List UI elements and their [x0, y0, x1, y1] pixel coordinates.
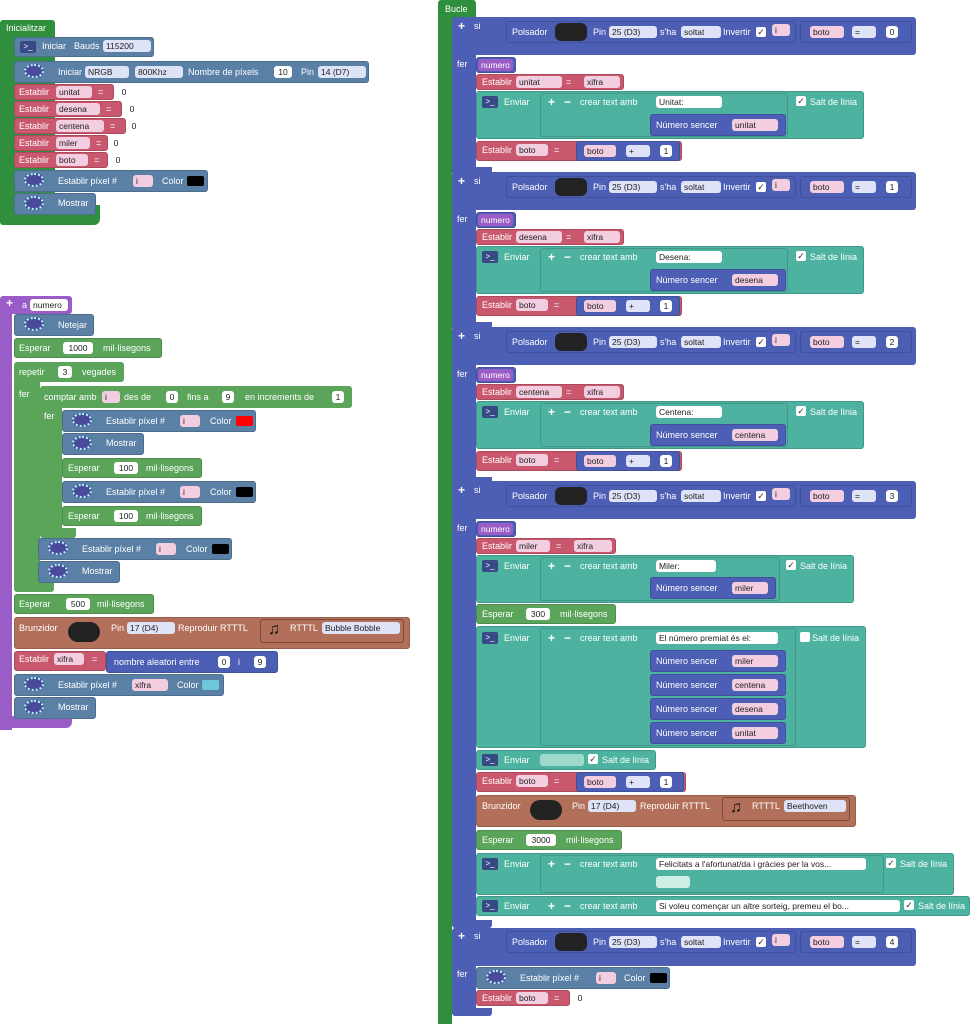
set-pixel-xifra-block[interactable] [14, 674, 224, 696]
pushbutton-icon [555, 178, 587, 196]
terminal-icon: >_ [482, 754, 498, 766]
add-param-icon[interactable]: + [6, 296, 14, 310]
color-swatch[interactable] [650, 973, 667, 983]
set-pixel-red-block[interactable] [62, 410, 256, 432]
newline-checkbox[interactable] [800, 632, 810, 642]
bauds-dropdown[interactable]: 115200 [103, 40, 151, 52]
neopixel-freq-dropdown[interactable]: 800Khz [135, 66, 183, 78]
terminal-icon: >_ [482, 560, 498, 572]
color-swatch[interactable] [236, 416, 253, 426]
buzzer-icon [530, 800, 562, 820]
func-name[interactable]: numero [30, 299, 68, 311]
neopixel-icon [72, 436, 92, 450]
terminal-icon: >_ [482, 96, 498, 108]
color-swatch[interactable] [202, 680, 219, 690]
color-swatch[interactable] [212, 544, 229, 554]
terminal-icon: >_ [482, 632, 498, 644]
color-swatch[interactable] [187, 176, 204, 186]
pixels-count[interactable]: 10 [274, 66, 292, 78]
terminal-icon: >_ [482, 858, 498, 870]
set-pixel-black-block[interactable] [62, 481, 256, 503]
set-pixel-block[interactable] [476, 967, 670, 989]
call-numero[interactable]: numero [478, 214, 513, 226]
neopixel-icon [72, 484, 92, 498]
neopixel-icon [24, 317, 44, 331]
pushbutton-icon [555, 333, 587, 351]
call-numero[interactable]: numero [478, 369, 513, 381]
empty-text[interactable] [656, 876, 690, 888]
setup-title: Inicialitzar [6, 23, 47, 33]
neopixel-pin-dropdown[interactable]: 14 (D7) [318, 66, 366, 78]
empty-text[interactable] [540, 754, 584, 766]
neopixel-icon [48, 541, 68, 555]
music-note-icon: ♫ [730, 799, 742, 816]
neopixel-icon [24, 173, 44, 187]
call-numero[interactable]: numero [478, 59, 513, 71]
terminal-icon: >_ [482, 900, 498, 912]
music-note-icon: ♫ [268, 621, 280, 638]
neopixel-icon [72, 413, 92, 427]
pushbutton-icon [555, 487, 587, 505]
neopixel-icon [486, 970, 506, 984]
set-pixel-black-block[interactable] [38, 538, 232, 560]
color-swatch[interactable] [236, 487, 253, 497]
terminal-icon: >_ [482, 251, 498, 263]
neopixel-icon [24, 64, 44, 78]
terminal-icon: >_ [482, 406, 498, 418]
neopixel-type-dropdown[interactable]: NRGB [85, 66, 129, 78]
loop-title: Bucle [445, 4, 468, 14]
pushbutton-icon [555, 933, 587, 951]
neopixel-icon [48, 564, 68, 578]
pushbutton-icon [555, 23, 587, 41]
neopixel-icon [24, 196, 44, 210]
terminal-icon: >_ [20, 41, 36, 53]
neopixel-icon [24, 677, 44, 691]
buzzer-icon [68, 622, 100, 642]
random-int-block[interactable] [106, 651, 278, 673]
set-pixel-block[interactable] [14, 170, 208, 192]
neopixel-icon [24, 700, 44, 714]
